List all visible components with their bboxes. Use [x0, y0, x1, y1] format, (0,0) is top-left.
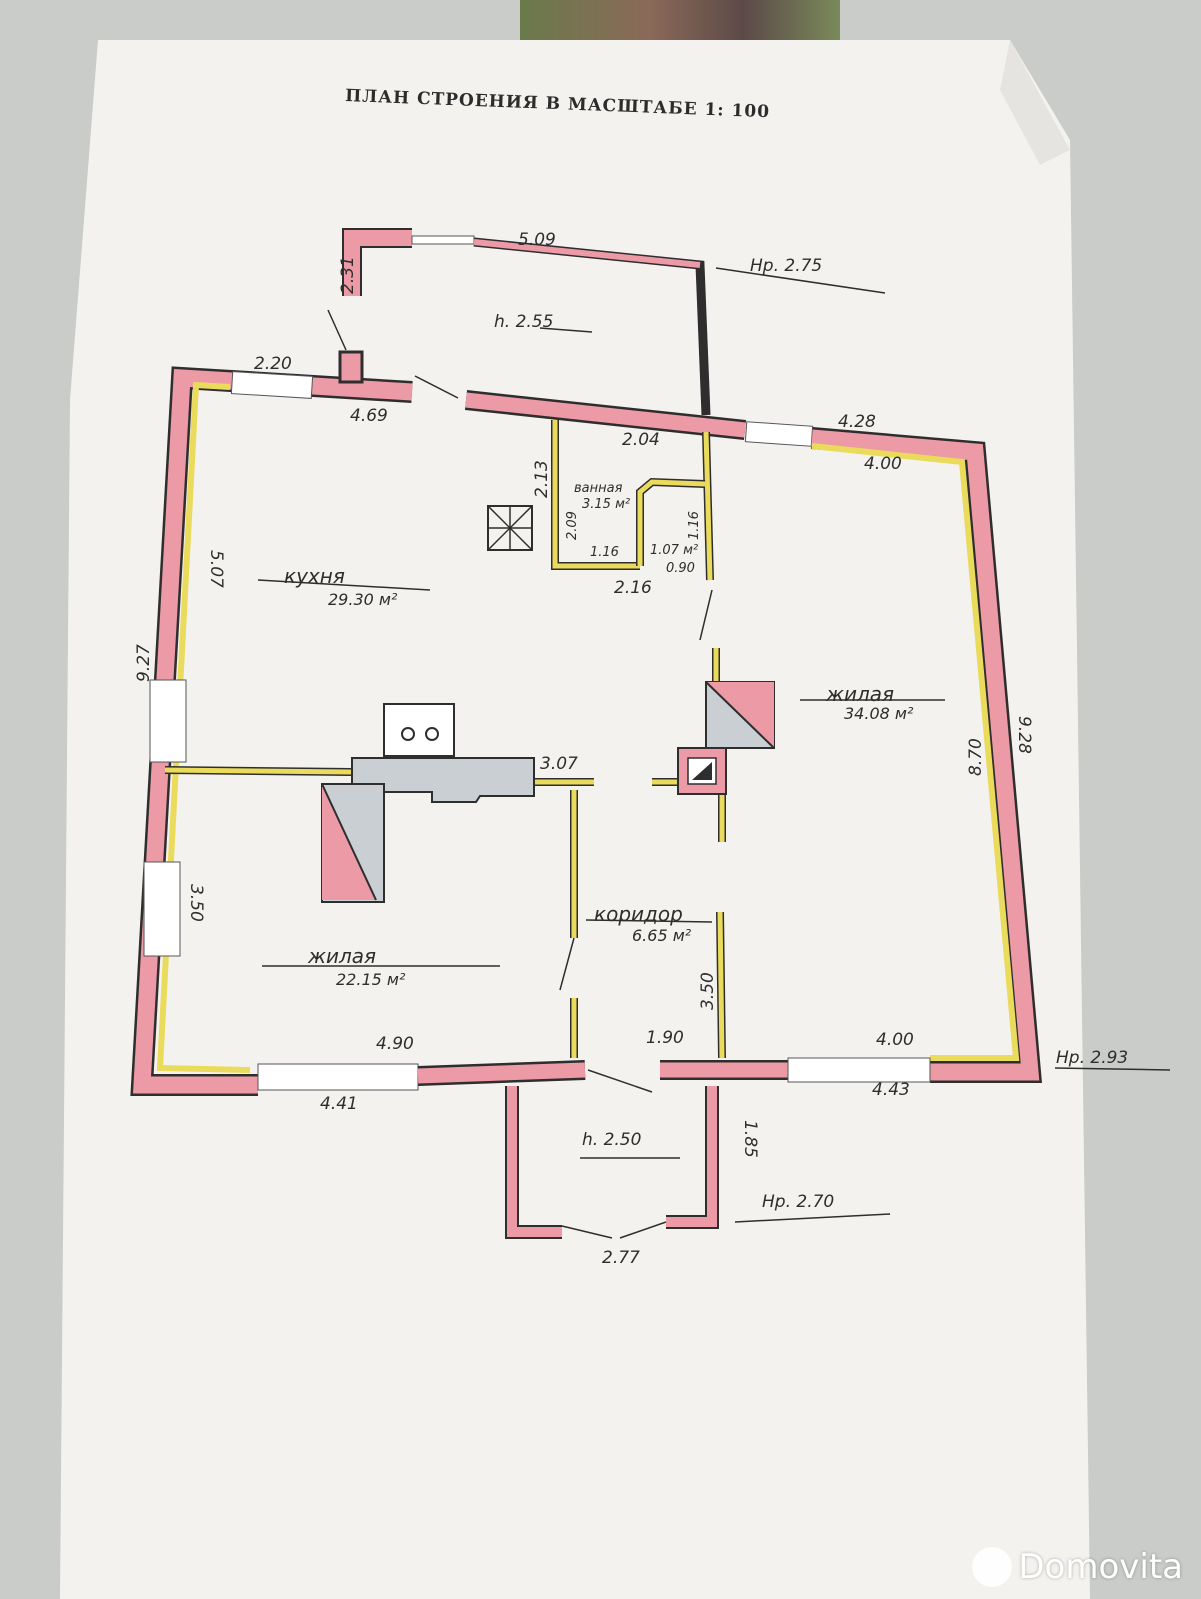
- stove-living-right: [677, 681, 775, 795]
- room-kitchen-area: 29.30 м²: [328, 590, 398, 609]
- dim-corridor-bottom: 1.90: [646, 1028, 684, 1048]
- height-porch-inner: h. 2.50: [582, 1130, 642, 1150]
- domovita-watermark-text: Domovita: [1018, 1547, 1183, 1587]
- dim-bottom-left-inner: 4.90: [376, 1034, 414, 1054]
- dim-top-left-window: 2.20: [254, 354, 292, 374]
- room-living-left-area: 22.15 м²: [336, 970, 406, 989]
- room-living-left-name: жилая: [308, 944, 377, 968]
- dim-bath-inner-left: 2.09: [565, 511, 580, 540]
- porch-walls: [505, 1086, 891, 1239]
- dim-bath-extra-w: 0.90: [666, 561, 695, 576]
- dim-porch-side: 1.85: [740, 1120, 760, 1158]
- room-bath-area: 3.15 м²: [582, 497, 631, 512]
- annex-walls: [342, 228, 886, 416]
- dim-top-right-outer: 4.28: [838, 412, 876, 432]
- dim-left-outer: 9.27: [134, 644, 154, 682]
- dim-annex-width: 5.09: [518, 230, 556, 250]
- dim-bath-inner-bottom: 1.16: [590, 545, 619, 560]
- room-bath-name: ванная: [574, 481, 623, 496]
- room-corridor-name: коридор: [594, 902, 683, 926]
- room-corridor-area: 6.65 м²: [632, 926, 692, 945]
- dim-bath-right: 1.16: [687, 511, 702, 540]
- dim-left-lower: 3.50: [186, 884, 206, 922]
- dim-annex-left: 2.31: [338, 256, 358, 294]
- room-kitchen-name: кухня: [284, 564, 345, 588]
- room-bath-extra-area: 1.07 м²: [650, 543, 699, 558]
- dim-bottom-right-outer: 4.43: [872, 1080, 910, 1100]
- height-right: Нр. 2.93: [1056, 1048, 1129, 1068]
- height-annex-inner: h. 2.55: [494, 312, 554, 332]
- room-living-right-name: жилая: [826, 682, 895, 706]
- dim-bath-top: 2.04: [622, 430, 660, 450]
- height-porch: Нр. 2.70: [762, 1192, 835, 1212]
- paper-fold: [1000, 40, 1070, 165]
- dim-left-upper: 5.07: [206, 550, 226, 588]
- dim-top-right-inner: 4.00: [864, 454, 902, 474]
- dim-bottom-left-outer: 4.41: [320, 1094, 358, 1114]
- dim-top-left-wall: 4.69: [350, 406, 388, 426]
- domovita-watermark: Domovita: [972, 1547, 1183, 1587]
- dim-corridor-right: 3.50: [698, 972, 718, 1010]
- dim-bath-bottom: 2.16: [614, 578, 652, 598]
- dim-partition: 3.07: [540, 754, 578, 774]
- height-top-annex: Нр. 2.75: [750, 256, 823, 276]
- domovita-logo-icon: [972, 1547, 1013, 1587]
- outer-walls: [130, 309, 1171, 1096]
- stove-living-left: [321, 783, 385, 903]
- dim-right-outer: 9.28: [1014, 716, 1034, 754]
- dim-right-inner: 8.70: [966, 738, 986, 776]
- dim-bath-left: 2.13: [532, 460, 552, 498]
- dim-bottom-right-inner: 4.00: [876, 1030, 914, 1050]
- dim-porch-width: 2.77: [602, 1248, 640, 1268]
- stove-kitchen: [351, 703, 535, 803]
- interior-partitions: [164, 420, 726, 1059]
- room-living-right-area: 34.08 м²: [844, 704, 914, 723]
- label-underlines: [257, 579, 945, 967]
- sink-symbol: [487, 505, 533, 551]
